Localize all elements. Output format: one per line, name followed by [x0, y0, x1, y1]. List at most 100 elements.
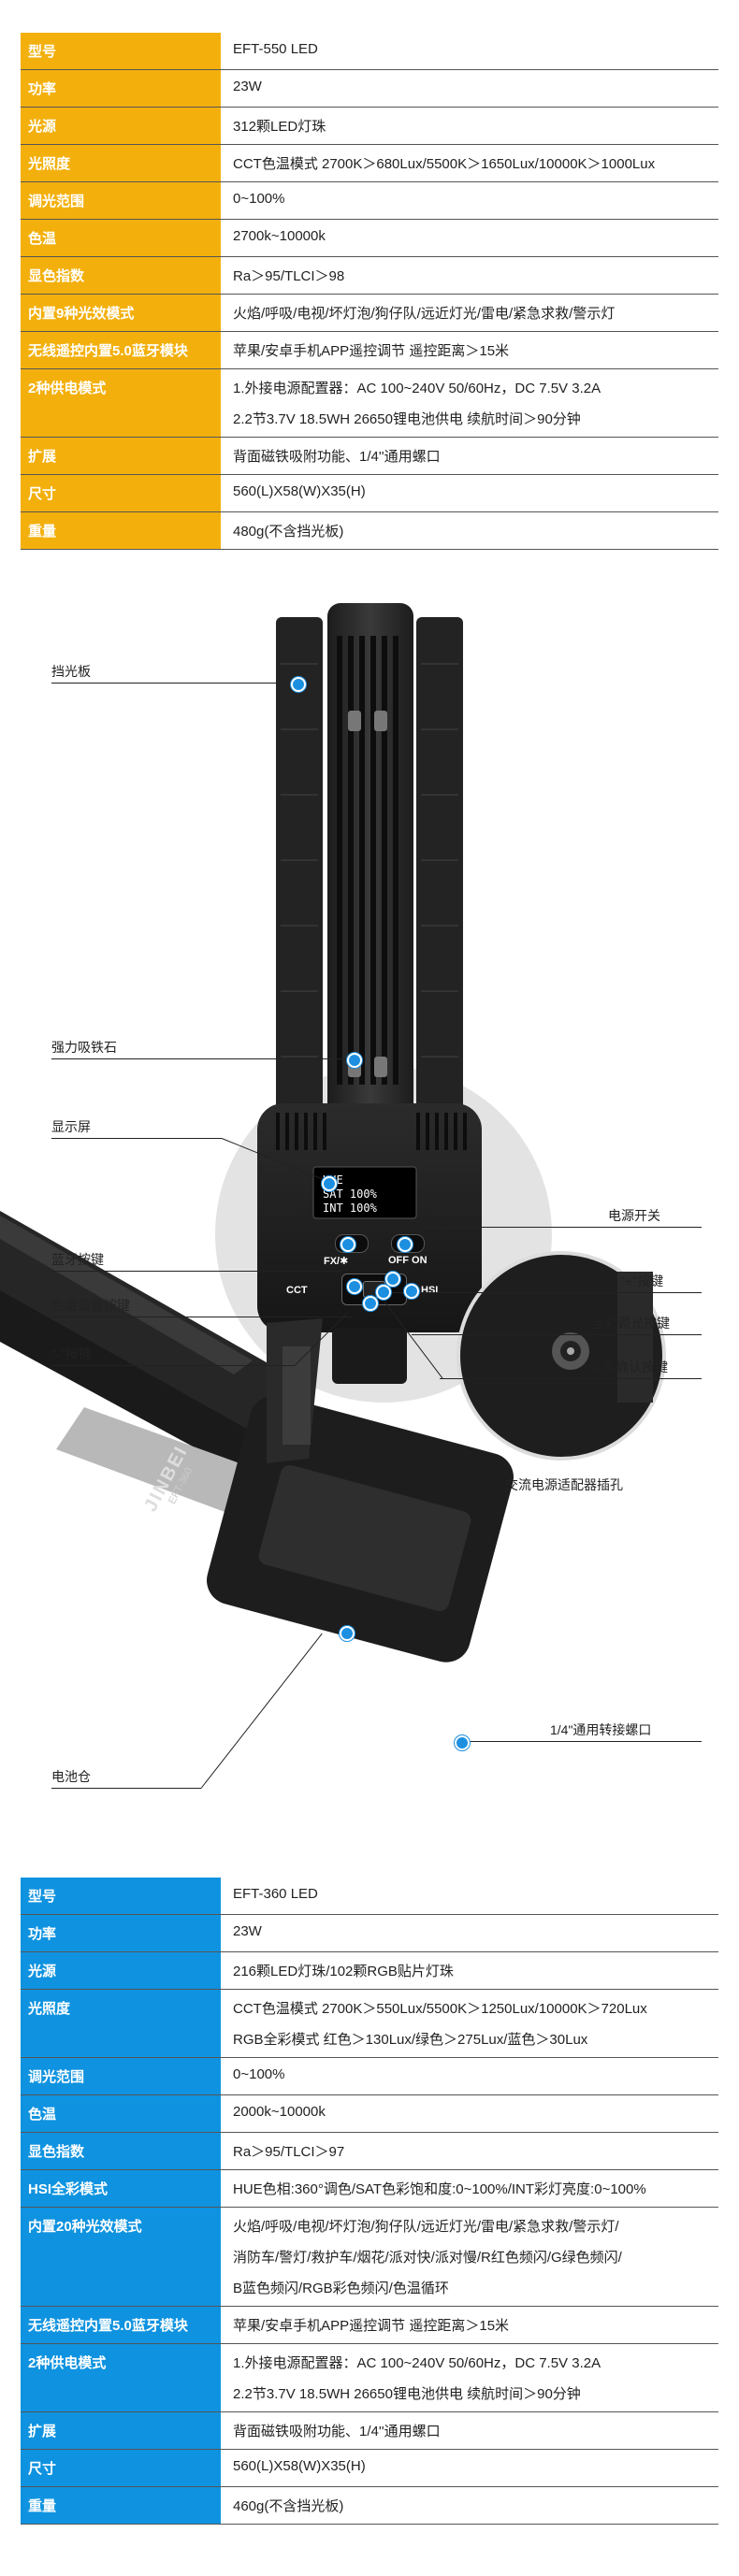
spec-value: 苹果/安卓手机APP遥控调节 遥控距离＞15米	[222, 2307, 718, 2343]
spec-row: 尺寸 560(L)X58(W)X35(H)	[21, 475, 718, 512]
spec-key: 型号	[21, 1878, 222, 1914]
leader-bt-button	[51, 1271, 341, 1272]
screen-int: INT 100%	[323, 1202, 377, 1215]
barn-door-right	[416, 617, 463, 1164]
leader-confirm-a	[440, 1378, 702, 1379]
hsi-label: HSI	[421, 1285, 439, 1296]
spec-value-line: 560(L)X58(W)X35(H)	[233, 2458, 366, 2474]
label-cct-button: 色温设置按键	[51, 1298, 130, 1313]
spec-value-line: 背面磁铁吸附功能、1/4''通用螺口	[233, 449, 441, 465]
leader-screw	[463, 1741, 702, 1742]
label-battery: 电池仓	[51, 1769, 91, 1784]
spec-key: 功率	[21, 1915, 222, 1951]
dot-plus-button	[385, 1272, 400, 1287]
spec-value: Ra＞95/TLCI＞98	[222, 257, 718, 294]
dot-battery	[340, 1626, 355, 1641]
spec-value: 火焰/呼吸/电视/坏灯泡/狗仔队/远近灯光/雷电/紧急求救/警示灯	[222, 295, 718, 331]
dot-power-switch	[398, 1237, 413, 1252]
leader-minus-a	[51, 1365, 295, 1366]
spec-row: 内置20种光效模式火焰/呼吸/电视/坏灯泡/狗仔队/远近灯光/雷电/紧急求救/警…	[21, 2208, 718, 2307]
leader-barn-door	[51, 683, 297, 684]
spec-value: Ra＞95/TLCI＞97	[222, 2133, 718, 2169]
dot-display	[322, 1176, 337, 1191]
dot-screw	[455, 1735, 470, 1750]
spec-value: 0~100%	[222, 2058, 718, 2094]
label-bt-button: 蓝牙按键	[51, 1252, 104, 1267]
spec-value-line: 460g(不含挡光板)	[233, 2498, 344, 2514]
spec-key: 光照度	[21, 1990, 222, 2057]
spec-key: 尺寸	[21, 475, 222, 511]
spec-key: 光源	[21, 1952, 222, 1989]
spec-key: 尺寸	[21, 2450, 222, 2486]
leader-plus-button	[391, 1292, 702, 1293]
spec-value-line: 2.2节3.7V 18.5WH 26650锂电池供电 续航时间＞90分钟	[233, 411, 581, 427]
dot-magnet	[347, 1053, 362, 1068]
spec-key: 扩展	[21, 438, 222, 474]
spec-value-line: 216颗LED灯珠/102颗RGB贴片灯珠	[233, 1964, 454, 1979]
spec-row: 光源 216颗LED灯珠/102颗RGB贴片灯珠	[21, 1952, 718, 1990]
dot-bt-button	[341, 1237, 355, 1252]
spec-value-line: 560(L)X58(W)X35(H)	[233, 483, 366, 499]
spec-key: HSI全彩模式	[21, 2170, 222, 2207]
spec-value-line: 消防车/警灯/救护车/烟花/派对快/派对慢/R红色频闪/G绿色频闪/	[233, 2250, 622, 2266]
spec-value: EFT-360 LED	[222, 1878, 718, 1914]
spec-value: 560(L)X58(W)X35(H)	[222, 475, 718, 511]
spec-value: 460g(不含挡光板)	[222, 2487, 718, 2524]
spec-key: 调光范围	[21, 2058, 222, 2094]
spec-value: 1.外接电源配置器：AC 100~240V 50/60Hz，DC 7.5V 3.…	[222, 369, 718, 437]
fx-label: FX/✱	[324, 1256, 349, 1267]
spec-value-line: RGB全彩模式 红色＞130Lux/绿色＞275Lux/蓝色＞30Lux	[233, 2032, 588, 2048]
leader-power-switch	[426, 1227, 702, 1228]
spec-key: 色温	[21, 220, 222, 256]
spec-value: HUE色相:360°调色/SAT色彩饱和度:0~100%/INT彩灯亮度:0~1…	[222, 2170, 718, 2207]
product-drawing	[0, 603, 666, 1662]
barn-door-left	[276, 617, 323, 1164]
leader-display-a	[51, 1138, 222, 1139]
spec-row: 2种供电模式 1.外接电源配置器：AC 100~240V 50/60Hz，DC 7…	[21, 369, 718, 438]
spec-value-line: 1.外接电源配置器：AC 100~240V 50/60Hz，DC 7.5V 3.…	[233, 2355, 601, 2371]
spec-row: 扩展背面磁铁吸附功能、1/4''通用螺口	[21, 438, 718, 475]
battery-view	[0, 1211, 514, 1662]
label-confirm-button: 设置确认按键	[589, 1360, 668, 1374]
spec-value: 480g(不含挡光板)	[222, 512, 718, 549]
dot-cct-button	[347, 1279, 362, 1294]
spec-key: 内置9种光效模式	[21, 295, 222, 331]
spec-value: 23W	[222, 1915, 718, 1951]
spec-key: 光源	[21, 108, 222, 144]
label-dc-port: 交流电源适配器插孔	[505, 1477, 623, 1492]
spec-key: 重量	[21, 512, 222, 549]
spec-key: 扩展	[21, 2412, 222, 2449]
spec-value-line: 312颗LED灯珠	[233, 119, 326, 135]
spec-value-line: HUE色相:360°调色/SAT色彩饱和度:0~100%/INT彩灯亮度:0~1…	[233, 2181, 646, 2197]
spec-value-line: EFT-360 LED	[233, 1886, 318, 1902]
spec-row: 型号 EFT-360 LED	[21, 1878, 718, 1915]
spec-value-line: 苹果/安卓手机APP遥控调节 遥控距离＞15米	[233, 343, 510, 359]
spec-value: 560(L)X58(W)X35(H)	[222, 2450, 718, 2486]
spec-value: 216颗LED灯珠/102颗RGB贴片灯珠	[222, 1952, 718, 1989]
spec-value: CCT色温模式 2700K＞680Lux/5500K＞1650Lux/10000…	[222, 145, 718, 181]
label-barn-door: 挡光板	[51, 664, 91, 679]
spec-key: 显色指数	[21, 2133, 222, 2169]
spec-value-line: 1.外接电源配置器：AC 100~240V 50/60Hz，DC 7.5V 3.…	[233, 381, 601, 396]
spec-key: 2种供电模式	[21, 369, 222, 437]
spec-value-line: 2000k~10000k	[233, 2104, 326, 2120]
dot-minus-button	[363, 1296, 378, 1311]
spec-value-line: 2.2节3.7V 18.5WH 26650锂电池供电 续航时间＞90分钟	[233, 2386, 581, 2402]
spec-value-line: 23W	[233, 79, 262, 94]
spec-value: EFT-550 LED	[222, 33, 718, 69]
label-plus-button: "+"按键	[620, 1274, 664, 1288]
label-minus-button: "-"按键	[51, 1346, 92, 1361]
label-power-switch: 电源开关	[608, 1208, 660, 1223]
spec-key: 内置20种光效模式	[21, 2208, 222, 2306]
spec-value: 312颗LED灯珠	[222, 108, 718, 144]
